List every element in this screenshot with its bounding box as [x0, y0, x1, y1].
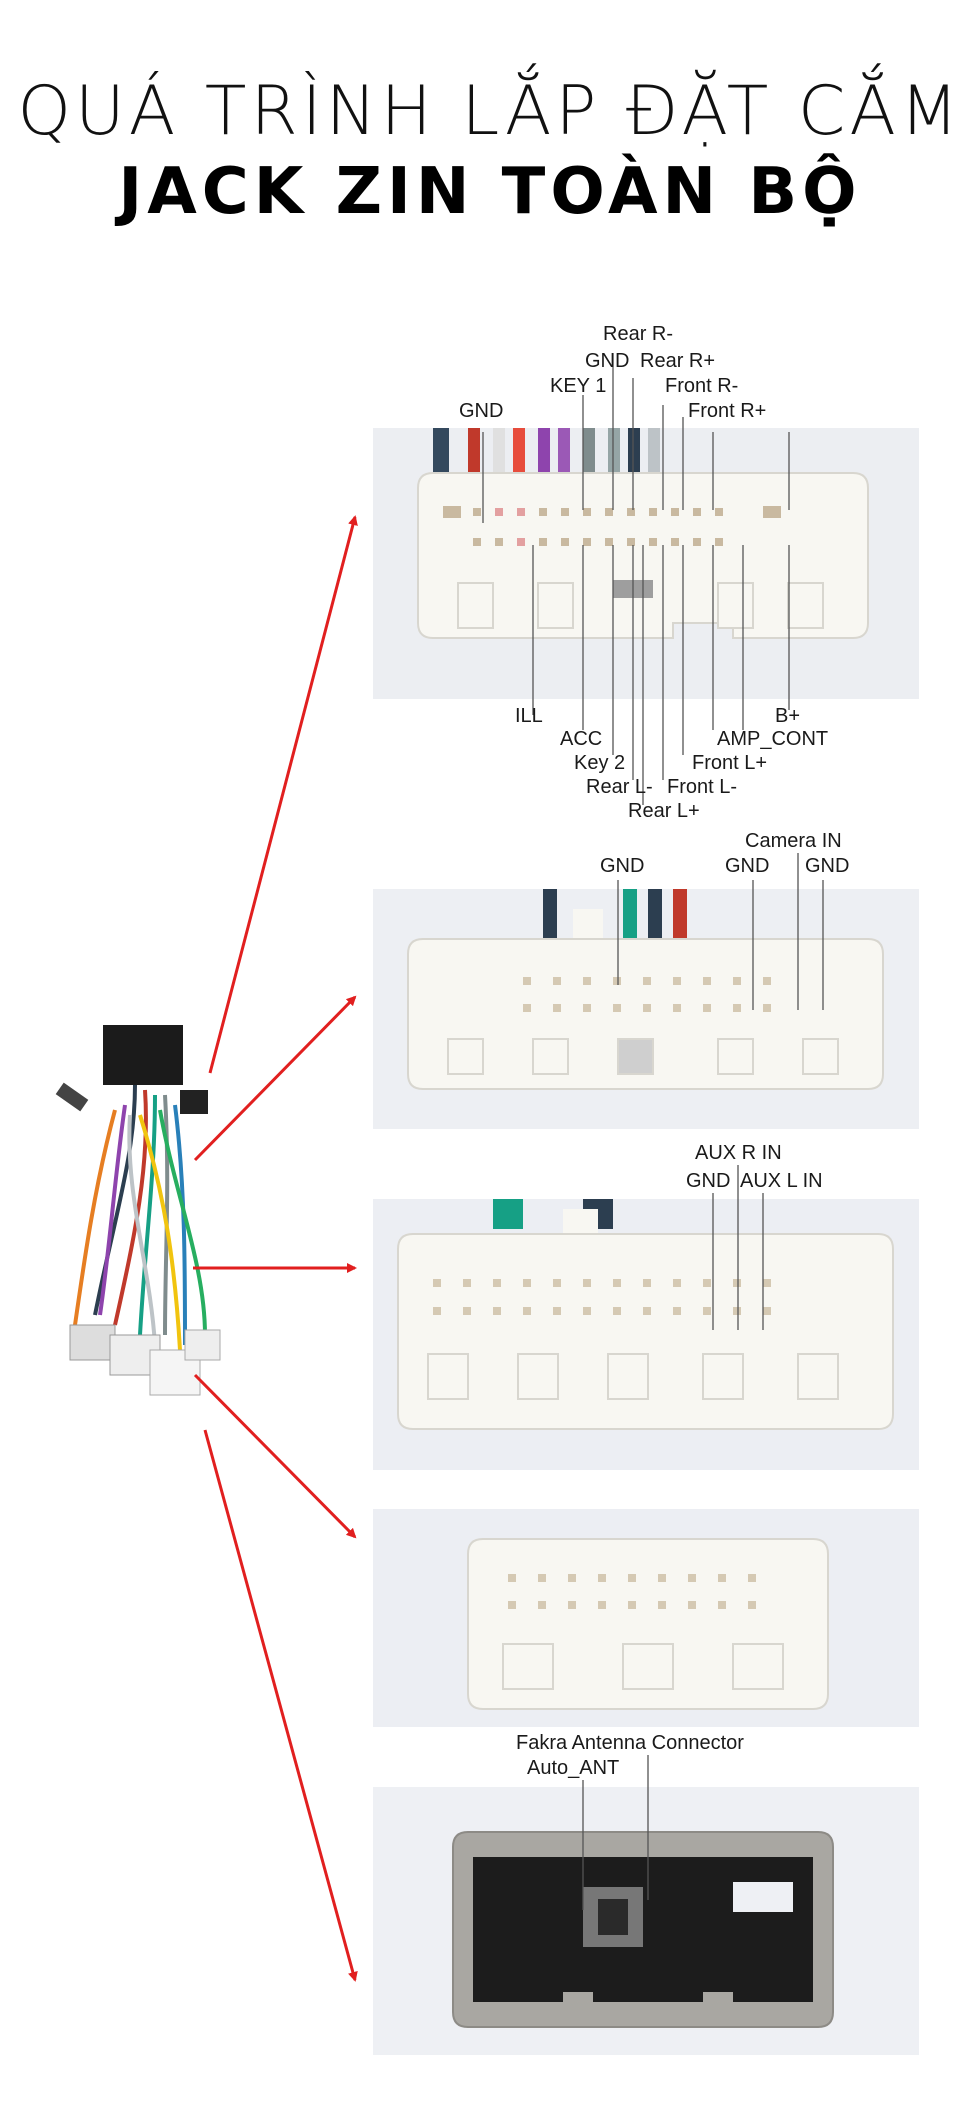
harness-connector-4 [184, 1329, 221, 1361]
connector-4-illustration [373, 1509, 919, 1727]
label-ill: ILL [515, 705, 543, 727]
label-key2: Key 2 [574, 752, 626, 774]
label-aux-r-in: AUX R IN [695, 1142, 782, 1164]
label-gnd-b: GND [459, 400, 504, 422]
arrow-to-connector-4 [193, 1373, 357, 1539]
label-gnd-c2-2: GND [725, 855, 770, 877]
harness-antenna-plug [55, 1082, 89, 1112]
connector-photo-2 [373, 889, 919, 1129]
harness-black-plug [180, 1090, 208, 1114]
label-front-l-plus: Front L+ [692, 752, 768, 774]
harness-box [103, 1025, 183, 1085]
label-front-l-minus: Front L- [667, 776, 738, 798]
label-rear-l-plus: Rear L+ [628, 800, 700, 822]
label-gnd-c3: GND [686, 1170, 731, 1192]
arrow-to-connector-2 [193, 995, 357, 1162]
connector-photo-5 [373, 1787, 919, 2055]
title-line-2: JACK ZIN TOÀN BỘ [118, 155, 862, 229]
connector-5-illustration [373, 1787, 919, 2055]
label-rear-r-minus: Rear R- [603, 323, 674, 345]
label-key1: KEY 1 [550, 375, 607, 397]
wiring-harness-image [55, 1025, 221, 1396]
arrow-to-connector-5 [203, 1429, 358, 1982]
label-auto-ant: Auto_ANT [527, 1757, 620, 1779]
label-front-r-plus: Front R+ [688, 400, 767, 422]
connector-photo-4 [373, 1509, 919, 1727]
label-fakra-antenna: Fakra Antenna Connector [516, 1732, 744, 1754]
arrow-to-connector-1 [208, 515, 358, 1074]
label-gnd-a: GND [585, 350, 630, 372]
label-rear-l-minus: Rear L- [586, 776, 653, 798]
harness-wires [73, 1084, 207, 1351]
connector-photo-3 [373, 1199, 919, 1470]
connector-3-illustration [373, 1199, 919, 1470]
label-front-r-minus: Front R- [665, 375, 739, 397]
label-gnd-c2-3: GND [805, 855, 850, 877]
label-acc: ACC [560, 728, 603, 750]
connector-2-illustration [373, 889, 919, 1129]
label-camera-in: Camera IN [745, 830, 842, 852]
label-rear-r-plus: Rear R+ [640, 350, 716, 372]
label-aux-l-in: AUX L IN [740, 1170, 823, 1192]
label-gnd-c2-1: GND [600, 855, 645, 877]
label-b-plus: B+ [775, 705, 801, 727]
title-line-1: QUÁ TRÌNH LẮP ĐẶT CẮM [17, 72, 963, 151]
harness-connector-1 [69, 1324, 116, 1361]
label-amp-cont: AMP_CONT [717, 728, 829, 750]
